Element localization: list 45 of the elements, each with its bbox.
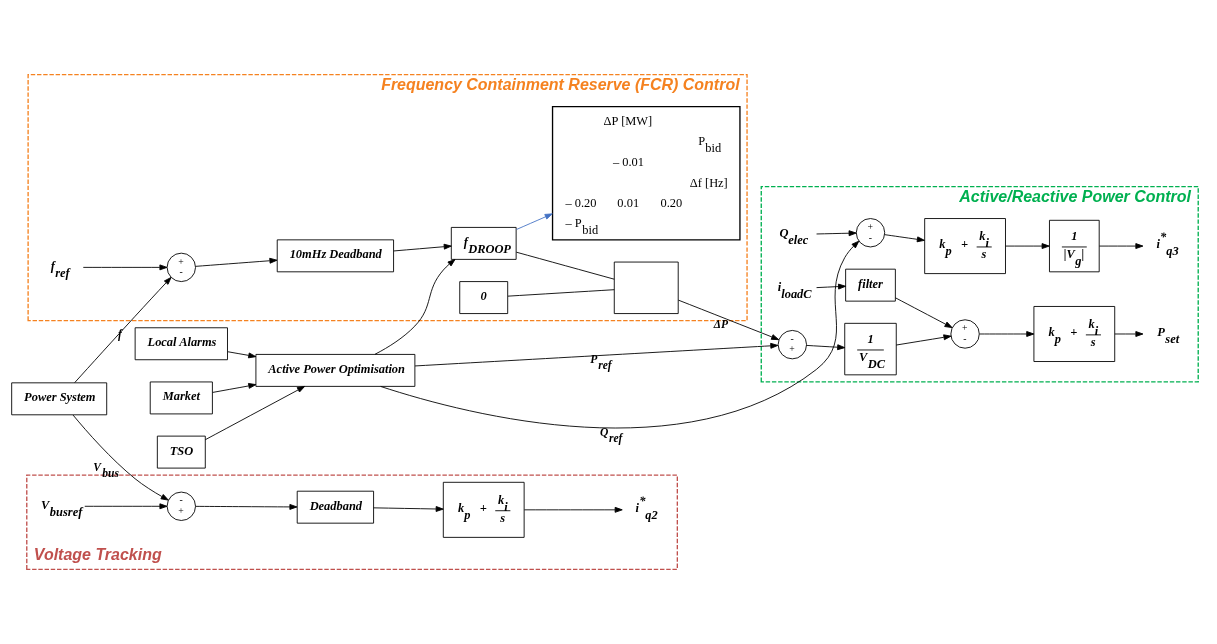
arrow [515,213,553,230]
node-circle: - + [166,491,196,521]
arrow [895,297,953,329]
node-circle: + - [855,218,886,248]
arrow [895,334,952,346]
arrow [1114,331,1144,337]
node-box [613,261,679,314]
node-circle: + - [950,319,980,349]
arrow [195,504,298,510]
arrow [816,283,847,290]
arrow [806,344,846,351]
arrow [84,503,168,510]
node-box: 0 [459,281,509,314]
node-circle: - + [777,330,807,360]
arrow [212,383,257,393]
arrow [884,234,925,243]
arrow [380,240,860,429]
node-box: Active Power Optimisation [255,353,416,387]
edge-label: f [118,328,122,341]
arrow [374,259,456,355]
arrow [74,277,172,384]
node-box: Market [149,381,213,415]
node-box: TSO [156,435,206,469]
arrow [414,342,779,367]
arrow [523,506,623,513]
node-box: Power System [11,382,108,416]
arrow [227,351,257,359]
node-circle: + - [166,252,196,283]
arrow [393,243,452,252]
arrow [678,299,780,341]
arrow [195,257,278,267]
node-box: Deadband [296,490,375,524]
node-box: 10mHz Deadband [276,239,394,273]
arrow [1098,243,1144,249]
arrow [204,386,306,441]
connector [515,251,615,280]
arrow [816,230,857,237]
arrow [82,264,168,271]
arrow [373,506,444,512]
arrow [1005,243,1050,249]
arrow [72,414,169,501]
connector [507,289,615,297]
arrow [979,331,1035,337]
node-box: Local Alarms [134,327,228,361]
node-box: filter [845,268,896,302]
